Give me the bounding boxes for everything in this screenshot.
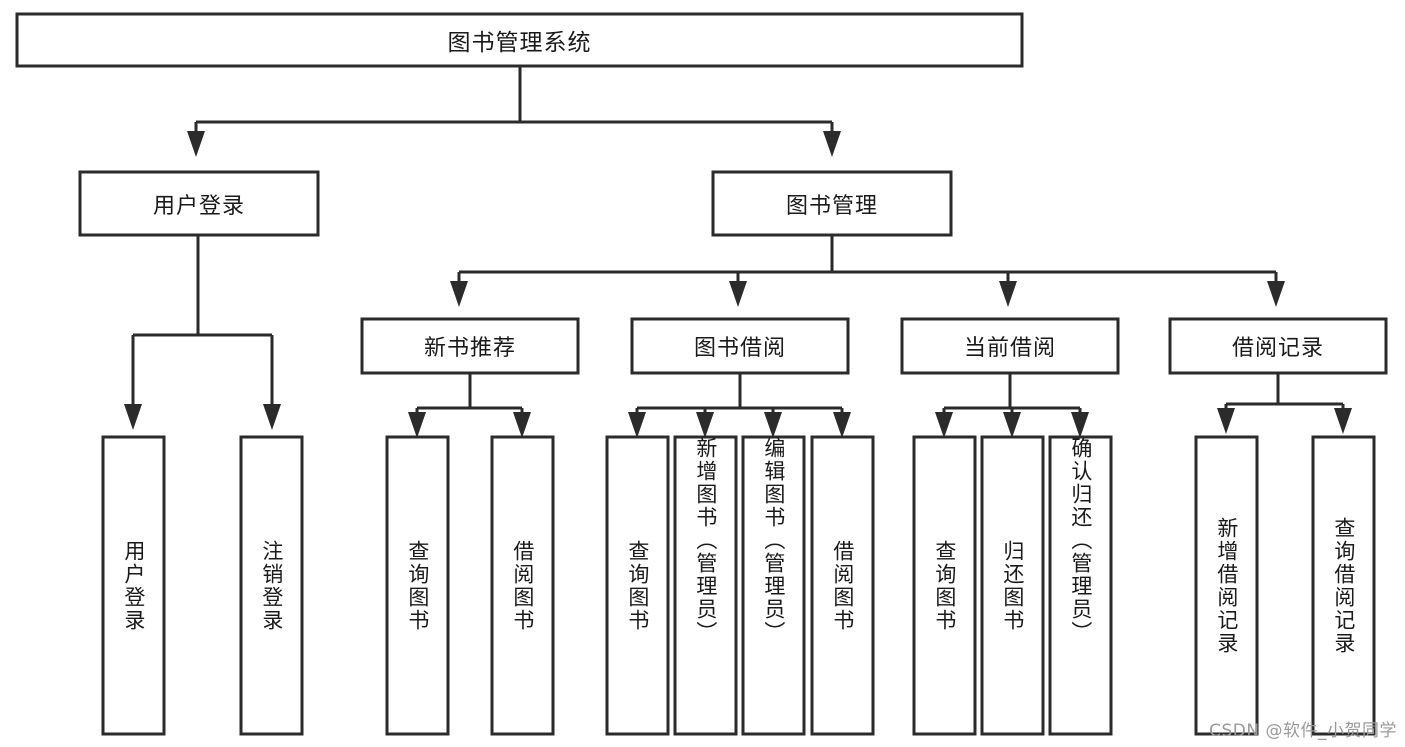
- connector-bookmanage-to-level3: [450, 235, 1285, 307]
- arrow-to-leaf-rec-add: [1217, 408, 1235, 434]
- arrow-to-leaf-rec-borrow: [513, 412, 531, 438]
- arrow-to-leaf-borrow-add: [696, 412, 714, 438]
- node-box-book-borrow[interactable]: [630, 317, 850, 375]
- arrow-to-book-manage: [823, 131, 841, 157]
- node-box-leaf-rec-query2[interactable]: [1311, 435, 1376, 736]
- node-box-leaf-rec-add[interactable]: [1194, 435, 1259, 736]
- node-box-leaf-cur-return[interactable]: [980, 435, 1045, 736]
- node-box-book-manage[interactable]: [711, 170, 953, 237]
- connector-newbookrec-to-leaves: [408, 373, 531, 438]
- node-box-user-login[interactable]: [78, 170, 320, 237]
- connector-bookborrow-to-leaves: [628, 373, 851, 438]
- node-box-current-borrow[interactable]: [900, 317, 1120, 375]
- arrow-to-leaf-user-login: [124, 404, 142, 430]
- node-box-leaf-borrow-add[interactable]: [673, 435, 738, 736]
- arrow-to-new-book-rec: [450, 281, 468, 307]
- arrow-to-leaf-borrow-edit: [764, 412, 782, 438]
- arrow-to-user-login: [187, 131, 205, 157]
- node-box-leaf-rec-query[interactable]: [385, 435, 450, 736]
- arrow-to-leaf-cur-confirm: [1071, 412, 1089, 438]
- node-box-leaf-cur-confirm[interactable]: [1048, 435, 1113, 736]
- connector-userlogin-to-leaves: [124, 235, 281, 430]
- arrow-to-leaf-rec-query: [408, 412, 426, 438]
- arrow-to-leaf-user-logout: [263, 404, 281, 430]
- arrow-to-leaf-cur-query: [935, 412, 953, 438]
- arrow-to-current-borrow: [999, 281, 1017, 307]
- arrow-to-leaf-borrow-query: [628, 412, 646, 438]
- arrow-to-book-borrow: [729, 281, 747, 307]
- node-box-leaf-borrow-query[interactable]: [605, 435, 670, 736]
- connector-root-to-level2: [187, 66, 841, 157]
- node-box-borrow-record[interactable]: [1168, 317, 1388, 375]
- node-box-leaf-cur-query[interactable]: [912, 435, 977, 736]
- arrow-to-borrow-record: [1267, 281, 1285, 307]
- connector-borrowrecord-to-leaves: [1217, 373, 1352, 434]
- node-box-leaf-user-logout[interactable]: [239, 435, 304, 736]
- node-box-leaf-borrow-lend[interactable]: [810, 435, 875, 736]
- node-box-root[interactable]: [15, 12, 1024, 68]
- node-box-new-book-rec[interactable]: [360, 317, 580, 375]
- connector-currentborrow-to-leaves: [935, 373, 1089, 438]
- arrow-to-leaf-rec-query2: [1334, 408, 1352, 434]
- node-box-leaf-user-login[interactable]: [101, 435, 166, 736]
- node-box-leaf-rec-borrow[interactable]: [490, 435, 555, 736]
- node-box-leaf-borrow-edit[interactable]: [741, 435, 806, 736]
- arrow-to-leaf-borrow-lend: [833, 412, 851, 438]
- arrow-to-leaf-cur-return: [1003, 412, 1021, 438]
